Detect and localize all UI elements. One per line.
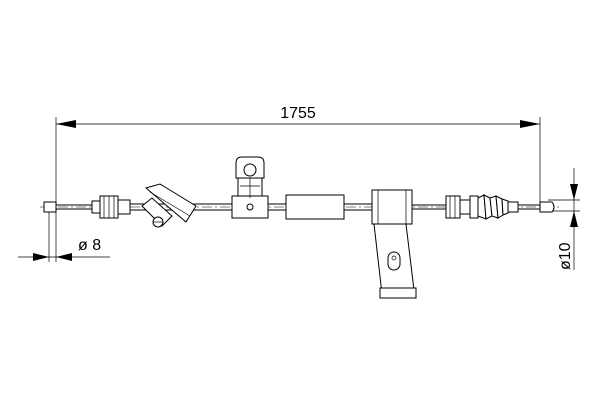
right-end-fitting [445,194,555,220]
mid-bracket-eye [243,163,257,177]
protective-sleeve [285,194,345,220]
arrowhead-right-dia-b [570,211,578,227]
overall-length-label: 1755 [280,105,316,122]
right-bracket [371,189,417,299]
left-diameter-label: ø 8 [78,237,101,254]
right-nut-1 [445,195,461,219]
right-nut-2 [459,199,471,215]
arrowhead-left-dia-b [56,253,72,261]
right-diameter-dimension: ø10 [548,168,580,270]
mid-bracket-pin [246,203,254,211]
left-ferrule [117,199,131,215]
right-bracket-slot [387,251,401,271]
right-bracket-slot-dot [391,255,397,261]
clip-line [149,191,191,217]
right-diameter-label: ø10 [557,242,574,270]
arrowhead-right-dia-a [570,184,578,200]
left-end-fitting [43,195,131,219]
right-bracket-foot [379,287,417,299]
boot-fold-5 [501,198,509,216]
arrowhead-right [520,120,540,128]
angled-clip [141,183,197,228]
left-nut-1 [91,200,101,214]
arrowhead-left [56,120,76,128]
mid-bracket [231,156,269,219]
right-end-nipple [539,201,555,213]
right-washer [469,195,479,219]
right-sleeve [507,201,519,213]
left-eyelet [43,201,57,213]
overall-length-dimension: 1755 [55,105,541,262]
arrowhead-left-dia-a [33,253,49,261]
left-diameter-dimension: ø 8 [18,205,110,262]
